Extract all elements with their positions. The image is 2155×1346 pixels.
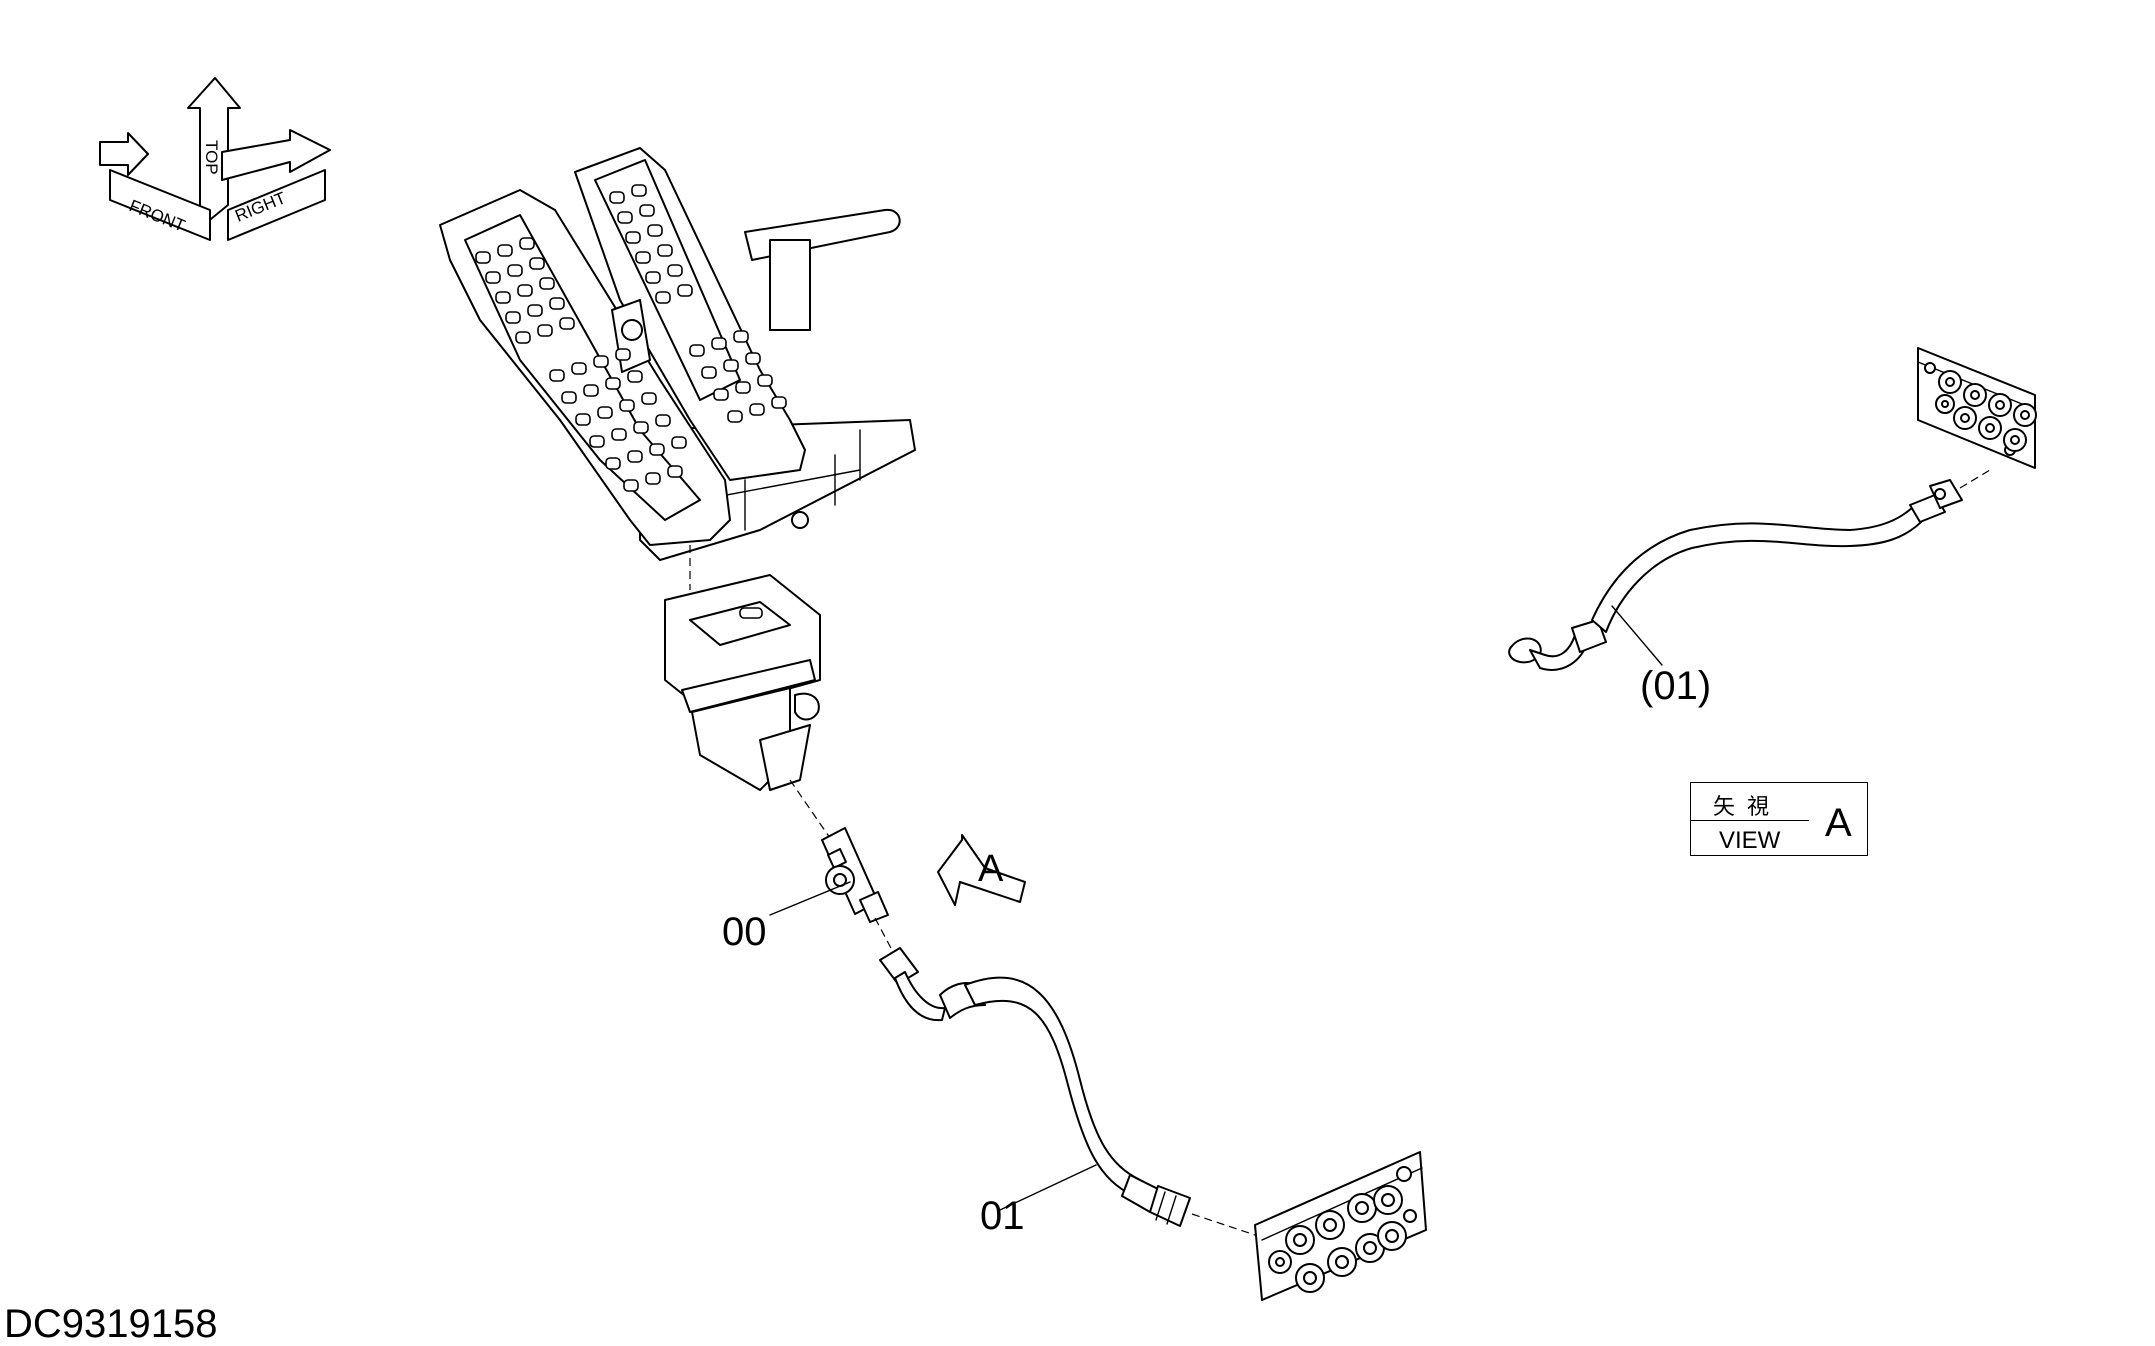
orientation-top-label: TOP <box>202 140 221 175</box>
view-a-arrow-icon <box>937 834 1026 906</box>
view-box-japanese: 矢視 <box>1713 795 1782 820</box>
part-01-view-label: (01) <box>1640 664 1712 708</box>
left-pedal-treads <box>475 237 687 492</box>
part-00-label: 00 <box>722 910 767 954</box>
hose-01 <box>879 947 1191 1227</box>
part-01-label: 01 <box>980 1194 1025 1238</box>
pilot-valve <box>664 574 821 791</box>
view-box-divider <box>1691 820 1809 821</box>
hose-01-view-a <box>1508 479 1963 671</box>
right-pedal-treads <box>609 184 787 423</box>
view-a-marker-label: A <box>978 848 1004 890</box>
travel-pedal-assembly <box>439 147 916 561</box>
view-a-box: 矢視 VIEW A <box>1690 782 1868 856</box>
drawing-number: DC9319158 <box>4 1302 218 1346</box>
view-box-letter: A <box>1825 801 1852 845</box>
view-box-english: VIEW <box>1719 827 1781 854</box>
port-block-view-a <box>1917 347 2037 469</box>
orientation-arrow-icon: FRONT TOP RIGHT <box>99 77 331 241</box>
port-block-main <box>1254 1151 1427 1301</box>
tee-fitting-00 <box>821 827 889 923</box>
